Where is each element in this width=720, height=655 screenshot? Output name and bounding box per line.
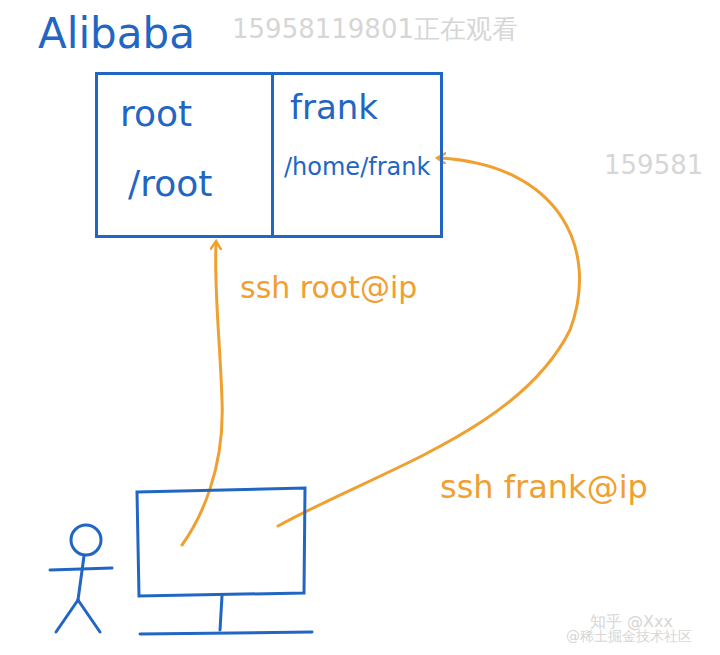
ssh-label: ssh frank@ip — [440, 468, 648, 506]
watermark: 15958119801正在观看 — [232, 12, 518, 47]
node-title: frank — [290, 87, 378, 127]
home-path: /root — [128, 163, 212, 204]
person-figure — [50, 525, 112, 632]
watermark: @稀土掘金技术社区 — [566, 628, 692, 646]
home-path: /home/frank — [284, 153, 430, 181]
server-box: Alibabaroot/rootfrank/home/frank — [95, 72, 443, 238]
user-cell: frank/home/frank — [274, 75, 440, 235]
ssh-label: ssh root@ip — [240, 270, 417, 305]
computer-monitor — [137, 488, 312, 634]
node-title: root — [120, 93, 192, 134]
node-title: Alibaba — [38, 9, 195, 58]
watermark: 159581 — [604, 150, 703, 180]
ssh-arrow — [182, 244, 222, 545]
user-cell: root/root — [98, 75, 274, 235]
